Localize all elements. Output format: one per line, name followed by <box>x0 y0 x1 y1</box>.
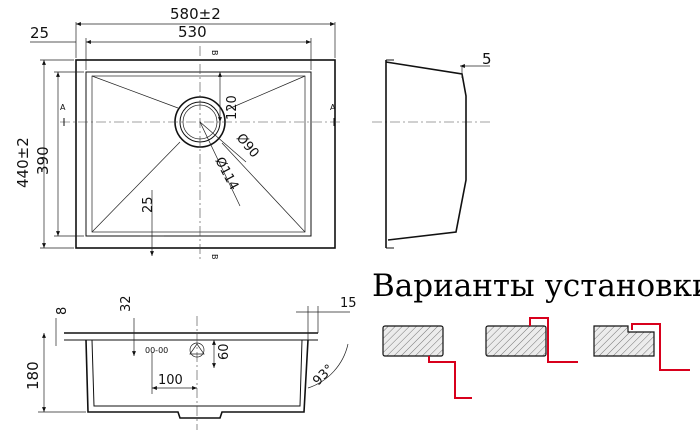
installation-options: Варианты установки <box>372 268 700 399</box>
install-title: Варианты установки <box>372 268 700 304</box>
overflow-label: 00-00 <box>145 346 168 355</box>
flange-right-label: 15 <box>340 296 357 311</box>
width-inner-label: 530 <box>178 23 207 41</box>
side-view: 5 <box>372 50 492 249</box>
width-total-label: 580±2 <box>170 5 221 23</box>
offset-32-label: 32 <box>119 295 134 312</box>
flange-label: 25 <box>30 24 49 42</box>
height-total-label: 440±2 <box>14 137 32 188</box>
install-option-undermount <box>382 325 472 399</box>
depth-label: 180 <box>24 361 42 390</box>
angle-label: 93° <box>310 362 337 389</box>
drain-offset-label: 120 <box>225 95 240 120</box>
section-a-right: A <box>330 103 336 112</box>
section-b-top: B <box>210 50 219 56</box>
section-b-bottom: B <box>210 254 219 260</box>
install-option-inset <box>593 323 690 371</box>
outer-diameter-label: Ø114 <box>211 155 241 193</box>
overflow-height-label: 60 <box>217 343 232 360</box>
thickness-label: 5 <box>482 50 492 68</box>
install-option-flush <box>485 317 578 363</box>
drain-diameter-label: Ø90 <box>233 131 262 161</box>
height-inner-label: 390 <box>34 146 52 175</box>
section-flange-label: 8 <box>55 307 70 315</box>
top-view: 580±2 530 25 440±2 390 120 25 Ø90 Ø114 <box>14 5 340 262</box>
section-view: 00-00 8 180 32 60 100 15 93° <box>24 295 357 430</box>
offset-100-label: 100 <box>158 373 183 388</box>
bottom-offset-label: 25 <box>141 196 156 213</box>
section-a-left: A <box>60 103 66 112</box>
